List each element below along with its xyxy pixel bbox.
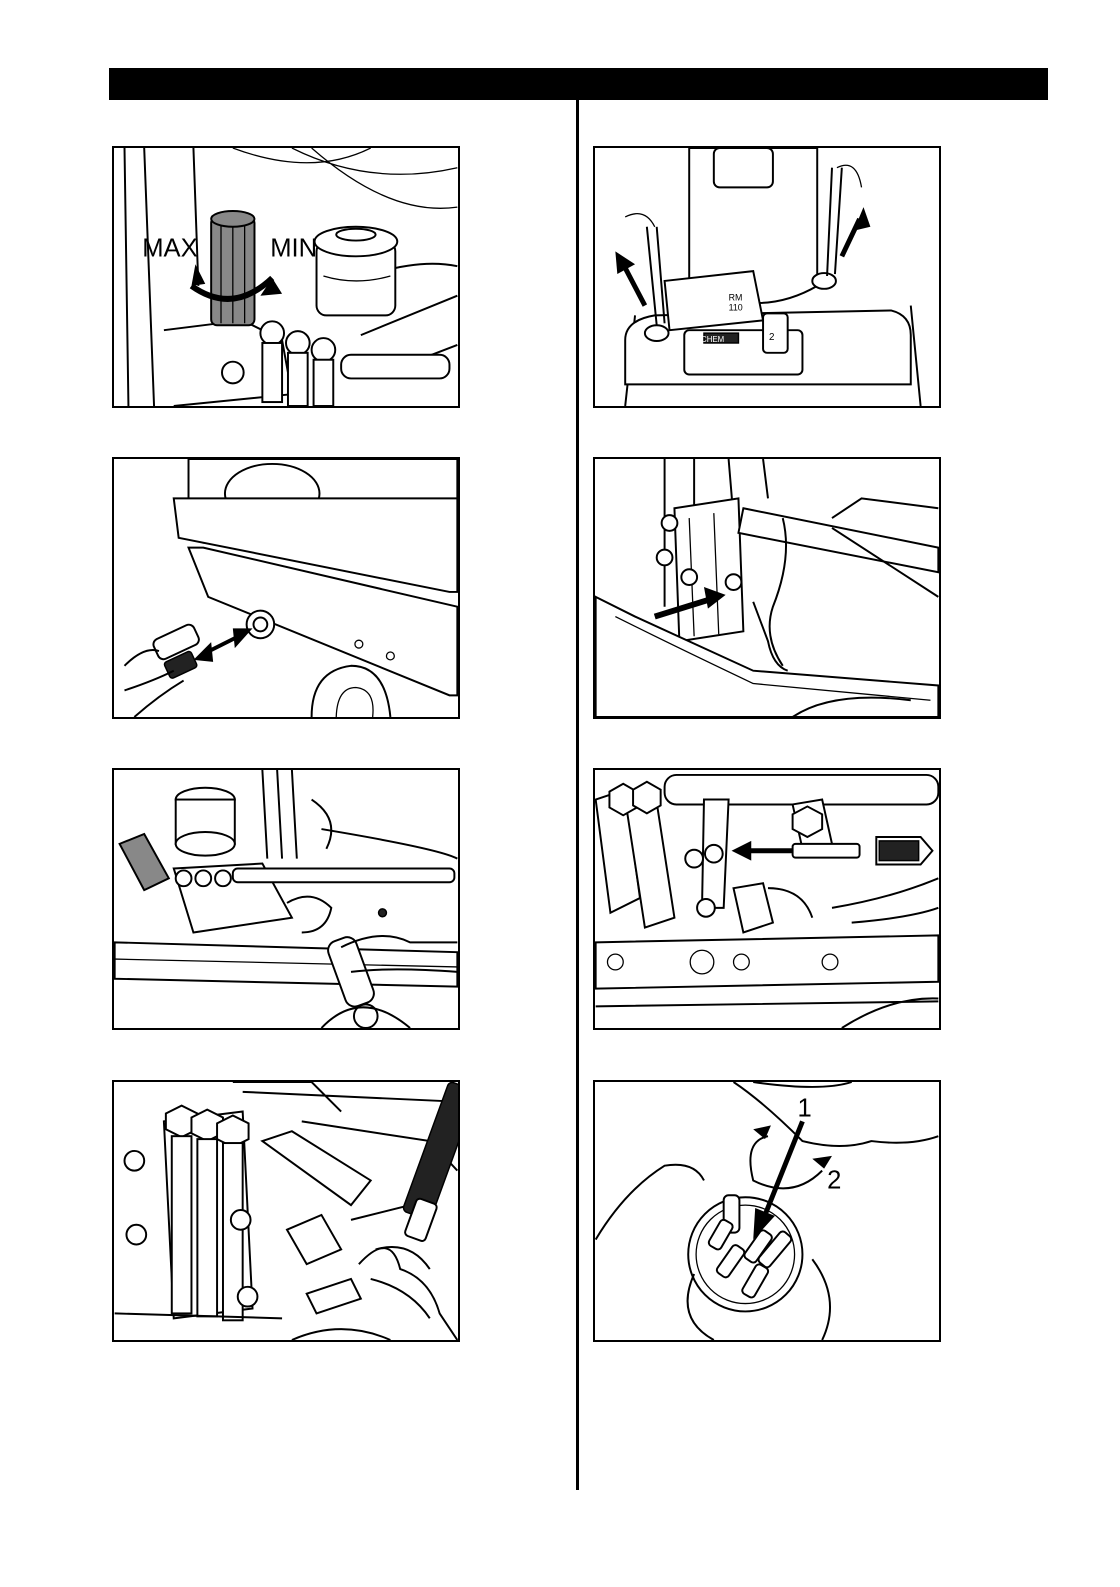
label-chem: CHEM [701,335,724,344]
figure-pump-wrench [112,768,460,1030]
header-bar [109,68,1048,100]
pump-head-icon [595,459,939,717]
pump-icon [114,770,458,1028]
label-rm: RM [729,293,743,303]
figure-drain-plug [112,457,460,719]
label-two: 2 [769,332,774,343]
valve-insert-icon: 1 2 [595,1082,939,1340]
label-step-two: 2 [827,1166,841,1194]
label-rm-number: 110 [729,302,743,312]
label-step-one: 1 [798,1094,812,1122]
figure-pump-socket [112,1080,460,1342]
valve-icon [595,770,939,1028]
figure-detergent-tank: RM 110 CHEM 2 [593,146,941,408]
drain-plug-icon [114,459,458,717]
label-min: MIN [270,234,317,262]
label-max: MAX [142,234,197,262]
socket-wrench-icon [114,1082,458,1340]
figure-valve-insert: 1 2 [593,1080,941,1342]
pressure-knob-icon: MAX MIN [114,148,458,406]
figure-pump-head [593,457,941,719]
detergent-tank-icon: RM 110 CHEM 2 [595,148,939,406]
figure-valve-bolt [593,768,941,1030]
column-divider [576,100,579,1490]
figure-pressure-adjust: MAX MIN [112,146,460,408]
